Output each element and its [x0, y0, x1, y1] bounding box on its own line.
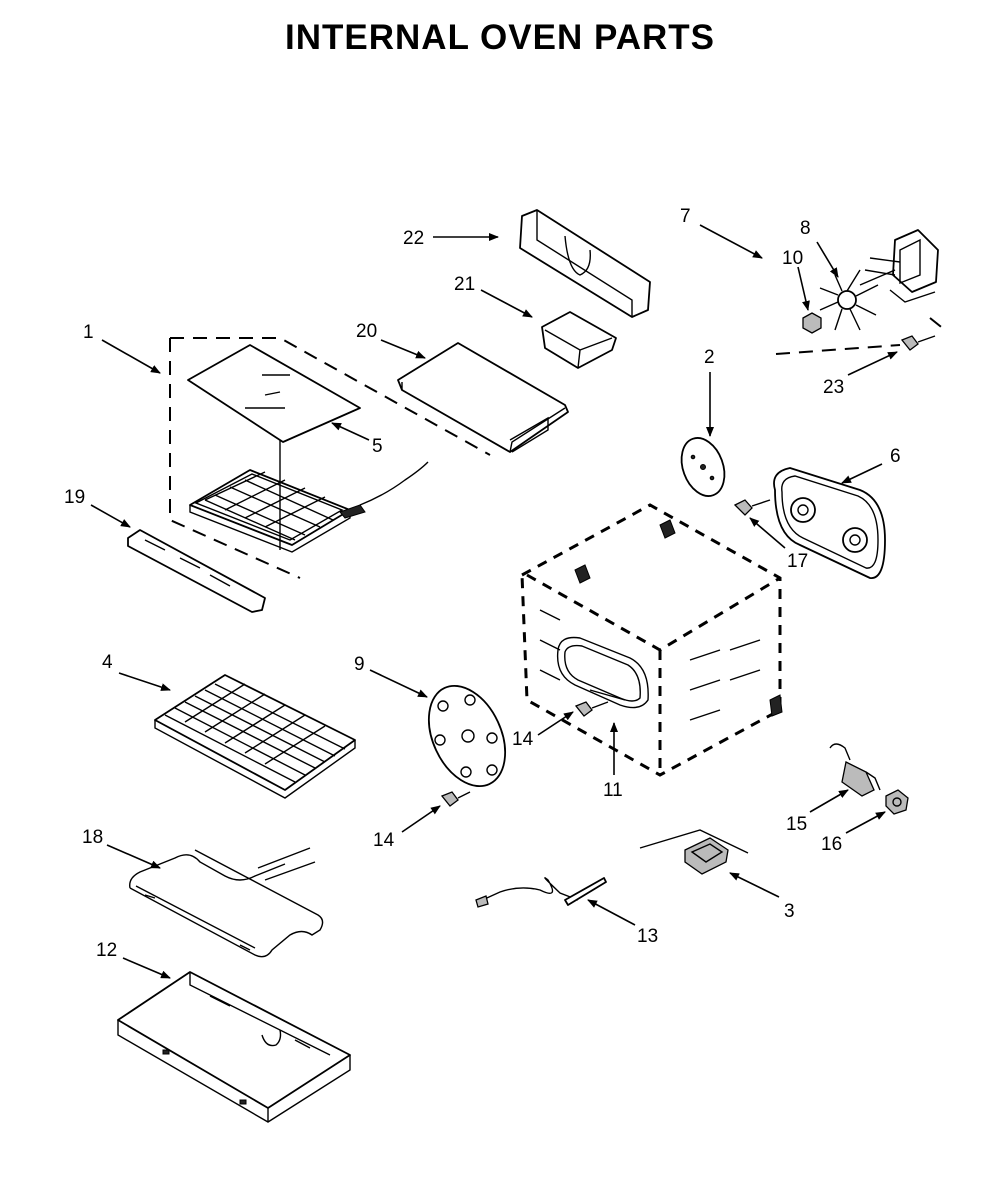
- callout-19: 19: [64, 487, 85, 508]
- part-15-thermal-fuse: [829, 743, 881, 797]
- callout-16: 16: [821, 834, 842, 855]
- callout-12: 12: [96, 940, 117, 961]
- callout-4: 4: [102, 652, 113, 673]
- callout-14-upper: 14: [512, 729, 534, 750]
- callout-18: 18: [82, 827, 103, 848]
- callout-11: 11: [603, 780, 623, 801]
- part-19-trim-strip: [127, 529, 266, 613]
- callout-9: 9: [354, 654, 365, 675]
- part-5-glass-panel: [187, 344, 361, 443]
- callout-13: 13: [637, 926, 658, 947]
- callout-17: 17: [787, 551, 808, 572]
- part-23-screw: [900, 335, 936, 351]
- part-13-probe: [475, 877, 607, 908]
- page-title: INTERNAL OVEN PARTS: [285, 18, 715, 57]
- part-8-fan-blade: [819, 269, 879, 331]
- callout-21: 21: [454, 274, 475, 295]
- part-14-screw-a: [574, 701, 609, 717]
- part-1-broil-tray: [189, 440, 429, 553]
- callout-10: 10: [782, 248, 803, 269]
- callout-labels: 22 21 20 1 5 19 7 8 10 23 2 6 17 4 9 14 …: [64, 206, 901, 961]
- callout-8: 8: [800, 218, 811, 239]
- callout-5: 5: [372, 436, 383, 457]
- leader-lines: [90, 224, 898, 979]
- fan-dash-line-2: [929, 317, 946, 331]
- part-20-top-panel: [397, 342, 569, 453]
- part-2-baffle: [680, 437, 726, 497]
- part-7-fan-motor: [859, 229, 939, 303]
- callout-1: 1: [83, 322, 94, 343]
- part-21-vent-duct: [541, 311, 617, 369]
- part-10-nut: [802, 312, 822, 334]
- callout-14-lower: 14: [373, 830, 395, 851]
- callout-2: 2: [704, 347, 715, 368]
- part-1-outline: [169, 337, 491, 579]
- part-17-screw: [733, 499, 771, 516]
- part-18-bake-element: [129, 847, 324, 958]
- callout-20: 20: [356, 321, 377, 342]
- callout-7: 7: [680, 206, 691, 227]
- part-11-element: [556, 636, 649, 709]
- part-9-baffle-plate: [428, 684, 506, 788]
- part-22-vent-cover: [519, 209, 651, 318]
- callout-3: 3: [784, 901, 795, 922]
- part-3-sensor: [639, 829, 749, 875]
- callout-23: 23: [823, 377, 844, 398]
- part-4-oven-rack: [154, 674, 356, 799]
- oven-cavity: [520, 503, 783, 777]
- callout-15: 15: [786, 814, 807, 835]
- part-12-tray: [117, 971, 351, 1123]
- part-14-screw-b: [440, 791, 471, 807]
- part-6-cover-plate: [773, 467, 886, 579]
- callout-22: 22: [403, 228, 424, 249]
- part-16-nut: [885, 789, 909, 815]
- fan-dash-line: [775, 344, 901, 355]
- callout-6: 6: [890, 446, 901, 467]
